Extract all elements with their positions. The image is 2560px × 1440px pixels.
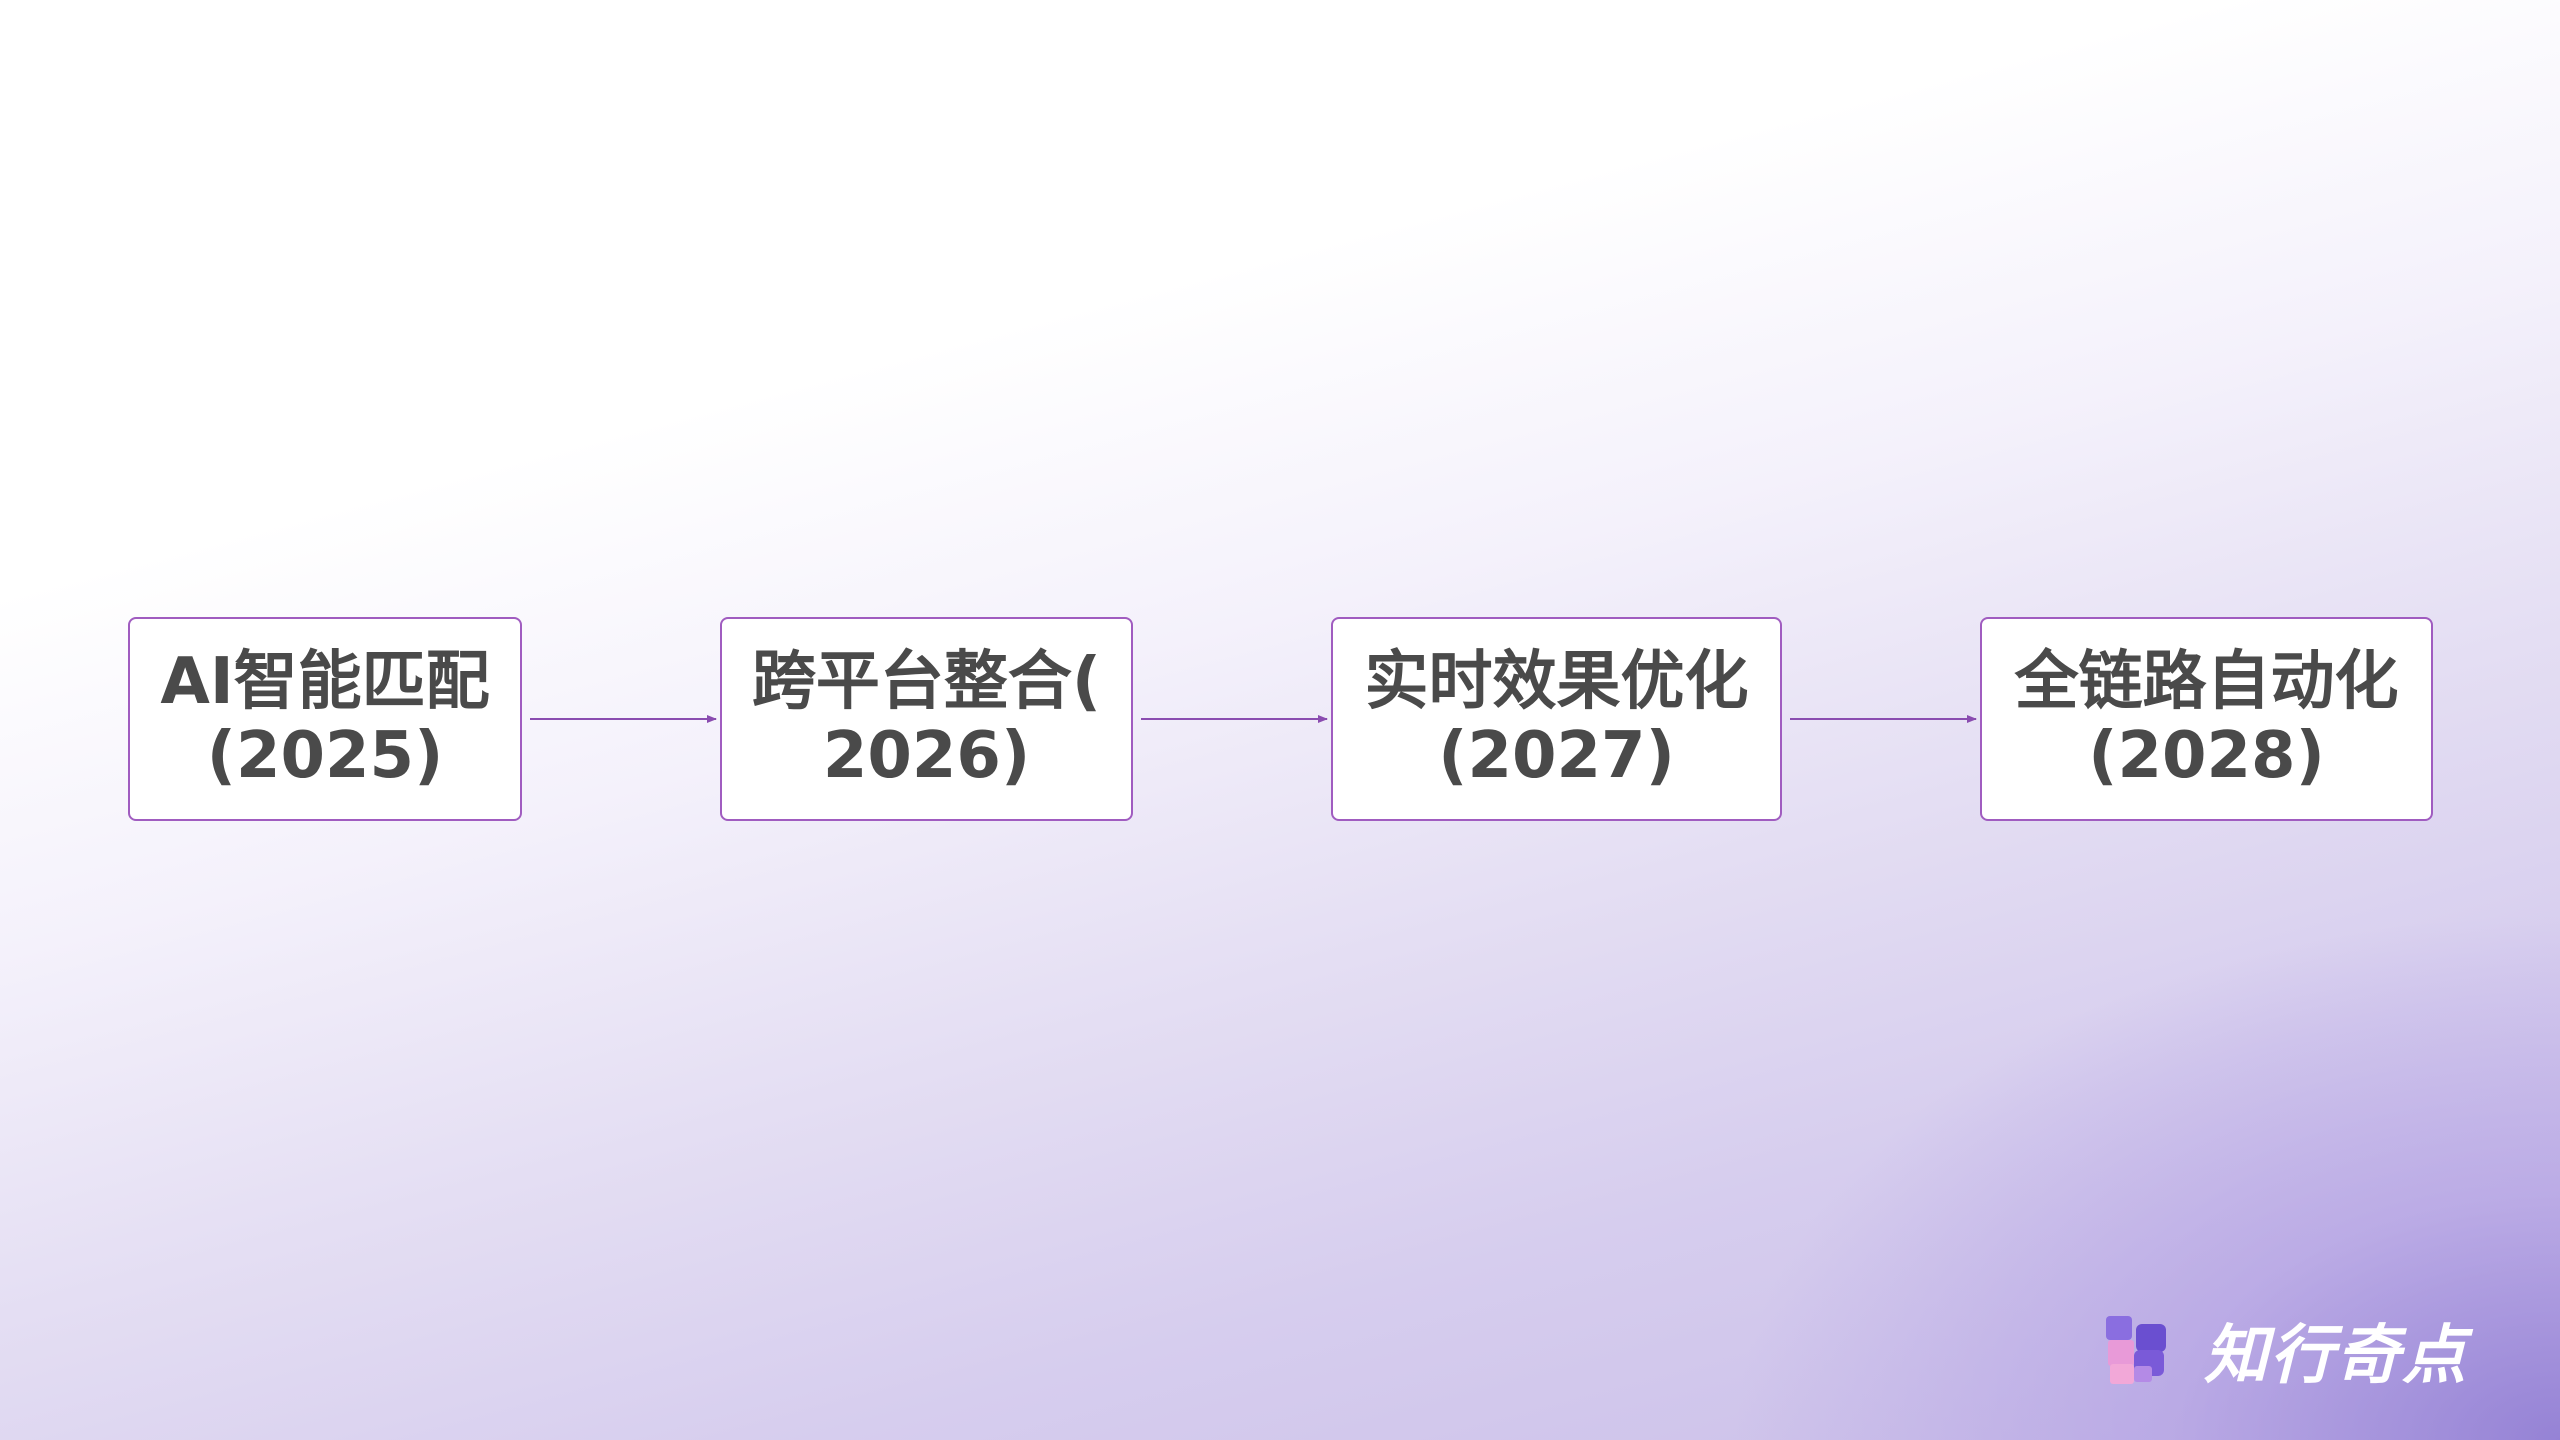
stage-year: (2027) xyxy=(1438,719,1675,793)
stage-title: AI智能匹配 xyxy=(160,645,490,719)
stage-year: (2028) xyxy=(2088,719,2325,793)
brand-watermark: 知行奇点 xyxy=(2098,1310,2468,1393)
stage-node-2028: 全链路自动化 (2028) xyxy=(1980,617,2433,821)
brand-name: 知行奇点 xyxy=(2204,1319,2468,1393)
stage-title: 跨平台整合( xyxy=(751,645,1102,719)
stage-title: 全链路自动化 xyxy=(2014,645,2399,719)
stage-year: 2026) xyxy=(822,719,1031,793)
stage-year: (2025) xyxy=(206,719,444,793)
stacked-squares-logo-icon xyxy=(2098,1310,2178,1390)
stage-node-2027: 实时效果优化 (2027) xyxy=(1331,617,1782,821)
stage-node-2026: 跨平台整合( 2026) xyxy=(720,617,1133,821)
stage-title: 实时效果优化 xyxy=(1364,645,1749,719)
stage-node-2025: AI智能匹配 (2025) xyxy=(128,617,522,821)
